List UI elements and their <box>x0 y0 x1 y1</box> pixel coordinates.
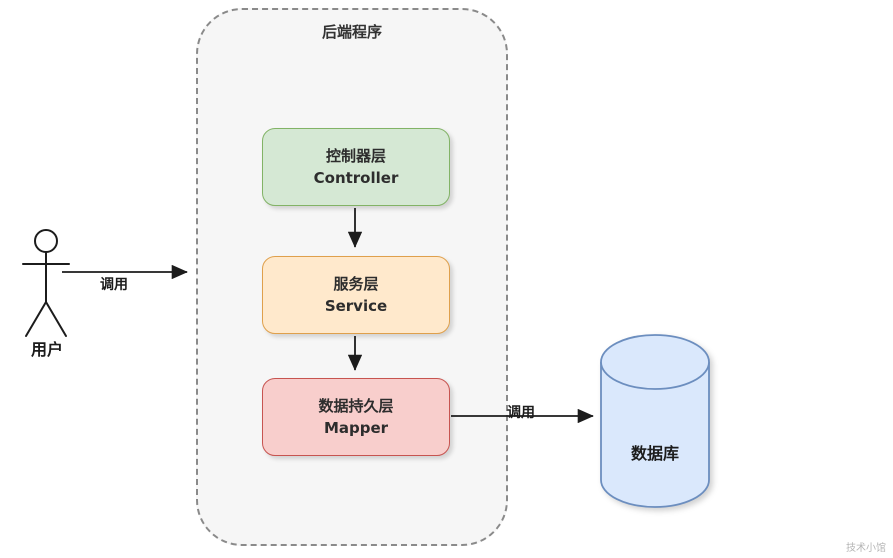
database-top <box>600 334 710 390</box>
user-stick-figure-icon <box>22 229 70 337</box>
layer-subtitle-service: Service <box>324 297 388 315</box>
layer-title-mapper: 数据持久层 <box>318 397 394 415</box>
call-label-mapper-to-database: 调用 <box>507 405 535 421</box>
layer-title-service: 服务层 <box>333 275 379 293</box>
database-icon <box>600 334 710 508</box>
call-label-user-to-backend: 调用 <box>100 277 128 293</box>
layer-box-mapper: 数据持久层 Mapper <box>262 378 450 456</box>
user-label: 用户 <box>30 340 63 359</box>
watermark: 技术小馆 <box>846 543 886 554</box>
database-body <box>600 362 710 508</box>
backend-container-label: 后端程序 <box>321 23 382 41</box>
layer-subtitle-mapper: Mapper <box>323 419 389 437</box>
database-label: 数据库 <box>630 444 679 463</box>
layer-box-controller: 控制器层 Controller <box>262 128 450 206</box>
layer-subtitle-controller: Controller <box>313 169 399 187</box>
layer-title-controller: 控制器层 <box>325 147 386 165</box>
layer-box-service: 服务层 Service <box>262 256 450 334</box>
